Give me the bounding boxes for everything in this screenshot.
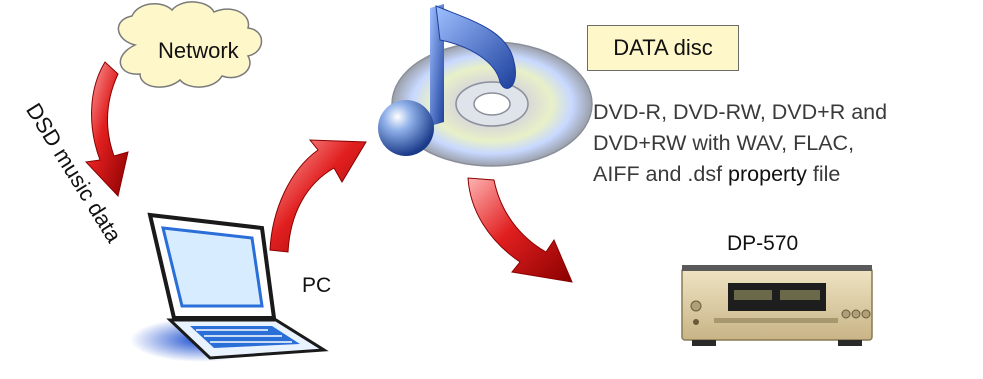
- disc-description-text: AIFF and .dsf: [593, 162, 729, 186]
- music-note-disc-icon: [378, 4, 593, 167]
- cd-player-icon: [681, 265, 873, 346]
- disc-description: DVD-R, DVD-RW, DVD+R and DVD+RW with WAV…: [593, 97, 887, 190]
- curved-arrow-icon: [269, 139, 367, 253]
- disc-title: DATA disc: [613, 35, 713, 60]
- cloud-label: Network: [158, 38, 239, 63]
- disc-description-line: DVD-R, DVD-RW, DVD+R and: [593, 100, 888, 124]
- disc-description-emphasis: property: [728, 162, 807, 186]
- disc-description-line: AIFF and .dsf property file: [593, 159, 887, 190]
- cloud-icon: [117, 1, 263, 88]
- disc-description-text: file: [806, 162, 841, 186]
- disc-description-line: DVD+RW with WAV, FLAC,: [593, 131, 855, 155]
- curved-arrow-icon: [467, 177, 573, 283]
- curved-arrow-icon: [84, 61, 129, 198]
- player-model-label: DP-570: [727, 232, 799, 255]
- laptop-icon: [147, 212, 329, 360]
- pc-label: PC: [302, 274, 332, 297]
- disc-title-box: DATA disc: [587, 25, 739, 71]
